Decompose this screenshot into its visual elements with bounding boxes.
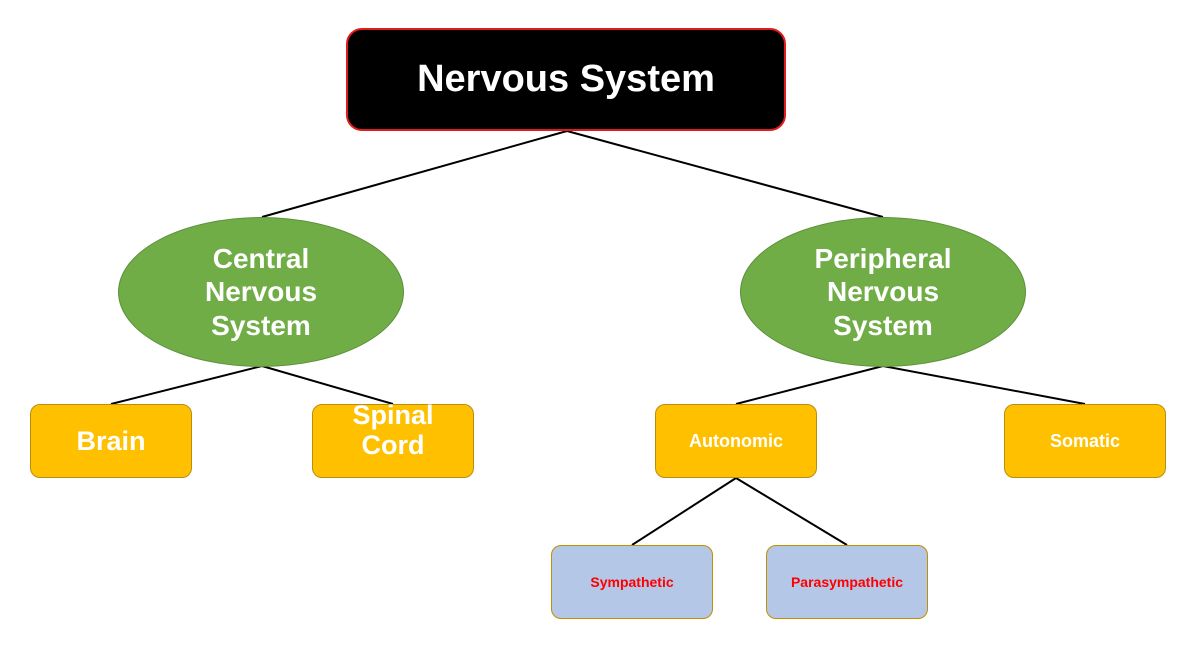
node-peripheral-nervous-system: Peripheral Nervous System (740, 217, 1026, 367)
node-central-nervous-system: Central Nervous System (118, 217, 404, 367)
connector-root-pns (566, 130, 884, 218)
connector-cns-brain (110, 365, 263, 405)
node-nervous-system: Nervous System (346, 28, 786, 131)
node-label: Autonomic (689, 430, 783, 451)
node-label-line: Central (212, 242, 310, 274)
node-label-line: Peripheral (814, 242, 952, 274)
node-parasympathetic: Parasympathetic (766, 545, 928, 619)
node-spinal-cord: Spinal Cord (312, 400, 474, 478)
node-brain: Brain (30, 404, 192, 478)
node-label: Brain (76, 425, 146, 456)
node-label: Sympathetic (590, 574, 674, 590)
connector-root-cns (261, 130, 568, 218)
node-label: Nervous System (417, 58, 715, 100)
node-label-line: Nervous (826, 276, 940, 308)
node-label: Parasympathetic (790, 574, 904, 590)
node-sympathetic: Sympathetic (551, 545, 713, 619)
connector-pns-autonomic (735, 365, 884, 405)
connector-cns-spinal (261, 365, 394, 405)
node-label-line: Nervous (204, 276, 318, 308)
node-somatic: Somatic (1004, 404, 1166, 478)
node-autonomic: Autonomic (655, 404, 817, 478)
node-label-line: System (833, 309, 933, 341)
connector-autonomic-sympathetic (631, 477, 737, 546)
node-label: Somatic (1049, 430, 1121, 451)
node-label-line: Spinal (352, 400, 434, 430)
node-label-line: System (211, 309, 311, 341)
node-label-line: Cord (361, 429, 425, 460)
connector-autonomic-parasympathetic (735, 477, 848, 546)
connector-pns-somatic (882, 365, 1086, 405)
